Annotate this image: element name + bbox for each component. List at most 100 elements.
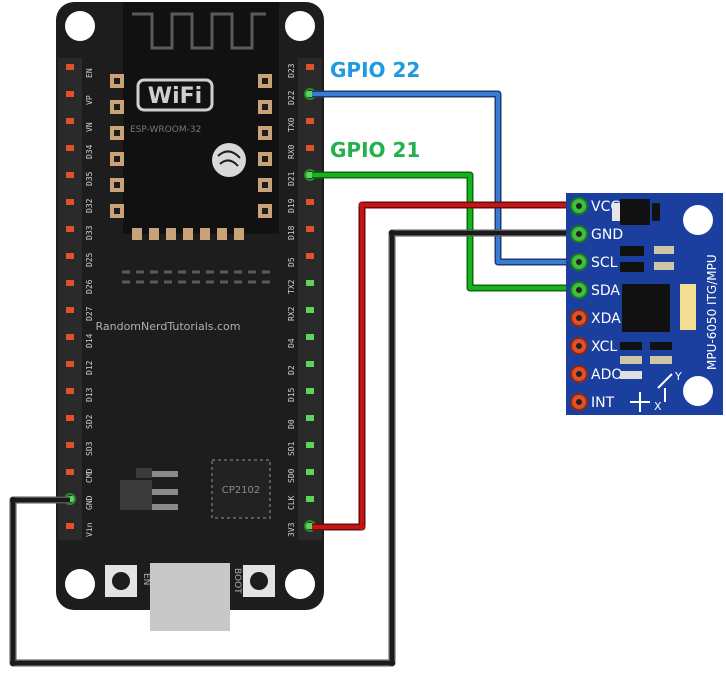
- esp32-pin-d5[interactable]: [306, 253, 314, 259]
- esp32-pin-d12[interactable]: [66, 361, 74, 367]
- mpu-hole-top: [683, 205, 713, 235]
- mpu-pin-label-gnd: GND: [591, 227, 623, 243]
- esp32-pin-vn[interactable]: [66, 118, 74, 124]
- esp32-pin-label-clk: CLK: [287, 495, 296, 510]
- esp32-pin-label-d26: D26: [85, 279, 94, 294]
- esp32-pin-label-d0: D0: [287, 419, 296, 429]
- esp32-pin-d19[interactable]: [306, 199, 314, 205]
- esp32-pin-clk[interactable]: [306, 496, 314, 502]
- espressif-logo-mark: [217, 150, 241, 167]
- gpio21-label: GPIO 21: [330, 138, 420, 162]
- esp32-pin-sd3[interactable]: [66, 442, 74, 448]
- scl-wire: [312, 92, 579, 264]
- esp32-pin-label-d15: D15: [287, 387, 296, 402]
- mpu-pin-label-ado: ADO: [591, 367, 622, 383]
- mpu-pin-label-scl: SCL: [591, 255, 618, 271]
- mpu-regulator: [620, 199, 650, 225]
- esp32-pin-label-d25: D25: [85, 252, 94, 267]
- esp32-pin-d15[interactable]: [306, 388, 314, 394]
- usb-chip-label: CP2102: [222, 485, 260, 496]
- esp32-board: ENVPVND34D35D32D33D25D26D27D14D12D13SD2S…: [56, 2, 324, 631]
- esp32-pin-sd0[interactable]: [306, 469, 314, 475]
- esp32-pin-d21[interactable]: [306, 172, 314, 178]
- esp32-pin-d27[interactable]: [66, 307, 74, 313]
- esp32-pin-label-sd2: SD2: [85, 414, 94, 429]
- wifi-logo-text: WiFi: [148, 84, 202, 109]
- esp32-pin-d14[interactable]: [66, 334, 74, 340]
- usb-uart-chip: [211, 459, 271, 519]
- esp32-pin-label-d35: D35: [85, 171, 94, 186]
- mpu-hole-bottom: [683, 376, 713, 406]
- right-header-strip: [298, 58, 322, 540]
- esp32-pin-label-d19: D19: [287, 198, 296, 213]
- usb-port[interactable]: [150, 563, 230, 631]
- esp32-pin-rx0[interactable]: [306, 145, 314, 151]
- mpu-sensor-chip: [622, 284, 670, 332]
- axis-y-label: Y: [674, 370, 682, 383]
- axis-indicator-icon: [630, 373, 673, 412]
- esp32-pin-label-d23: D23: [287, 63, 296, 78]
- site-watermark: RandomNerdTutorials.com: [95, 320, 240, 333]
- esp32-pin-label-sd1: SD1: [287, 441, 296, 456]
- esp32-pin-d4[interactable]: [306, 334, 314, 340]
- esp32-pin-label-vin: Vin: [85, 522, 94, 537]
- esp32-pin-3v3[interactable]: [306, 523, 314, 529]
- esp32-pin-sd1[interactable]: [306, 442, 314, 448]
- gnd-wire: [11, 231, 579, 665]
- esp32-pin-label-d4: D4: [287, 338, 296, 348]
- esp32-pin-label-sd0: SD0: [287, 468, 296, 483]
- mpu-pin-label-xcl: XCL: [591, 339, 617, 355]
- esp32-pin-d2[interactable]: [306, 361, 314, 367]
- wroom-module: [123, 2, 279, 234]
- esp32-pin-vp[interactable]: [66, 91, 74, 97]
- esp32-pin-label-tx0: TX0: [287, 117, 296, 132]
- esp32-pin-label-cmd: CMD: [85, 468, 94, 483]
- esp32-pin-vin[interactable]: [66, 523, 74, 529]
- mpu-crystal: [680, 284, 696, 330]
- esp32-pin-d23[interactable]: [306, 64, 314, 70]
- mounting-hole-top-left: [65, 11, 95, 41]
- esp32-pin-label-rx0: RX0: [287, 144, 296, 159]
- esp32-pin-tx0[interactable]: [306, 118, 314, 124]
- gpio22-label: GPIO 22: [330, 58, 420, 82]
- voltage-regulator: [120, 480, 152, 510]
- esp32-pin-sd2[interactable]: [66, 415, 74, 421]
- left-pin-labels: ENVPVND34D35D32D33D25D26D27D14D12D13SD2S…: [85, 68, 94, 537]
- esp32-pin-d13[interactable]: [66, 388, 74, 394]
- esp32-pin-label-d21: D21: [287, 171, 296, 186]
- esp32-pin-label-d18: D18: [287, 225, 296, 240]
- pcb-antenna: [132, 12, 266, 50]
- esp32-pin-d0[interactable]: [306, 415, 314, 421]
- esp32-pin-label-vp: VP: [85, 95, 94, 105]
- esp32-pin-d18[interactable]: [306, 226, 314, 232]
- wifi-logo: [136, 78, 214, 112]
- esp32-pin-d32[interactable]: [66, 199, 74, 205]
- boot-button-label: BOOT: [232, 568, 242, 594]
- vcc-wire-outline: [312, 201, 579, 531]
- esp32-pin-rx2[interactable]: [306, 307, 314, 313]
- esp32-pin-label-d12: D12: [85, 360, 94, 375]
- esp32-pin-cmd[interactable]: [66, 469, 74, 475]
- left-pin-column: [64, 64, 76, 529]
- esp32-pin-label-d14: D14: [85, 333, 94, 348]
- esp32-pin-d35[interactable]: [66, 172, 74, 178]
- esp32-pin-d22[interactable]: [306, 91, 314, 97]
- esp32-pin-label-tx2: TX2: [287, 279, 296, 294]
- esp32-pin-d34[interactable]: [66, 145, 74, 151]
- esp32-pin-label-en: EN: [85, 68, 94, 78]
- board-traces: [122, 270, 272, 284]
- esp32-pin-d25[interactable]: [66, 253, 74, 259]
- esp32-pin-label-vn: VN: [85, 122, 94, 132]
- esp32-pin-d33[interactable]: [66, 226, 74, 232]
- axis-x-label: X: [654, 400, 662, 413]
- esp32-pin-label-3v3: 3V3: [287, 522, 296, 537]
- esp32-pin-label-d13: D13: [85, 387, 94, 402]
- esp32-pin-tx2[interactable]: [306, 280, 314, 286]
- esp32-pin-label-d33: D33: [85, 225, 94, 240]
- en-button-label: EN: [141, 573, 151, 585]
- esp32-pin-en[interactable]: [66, 64, 74, 70]
- vcc-wire: [312, 203, 579, 529]
- esp32-pin-d26[interactable]: [66, 280, 74, 286]
